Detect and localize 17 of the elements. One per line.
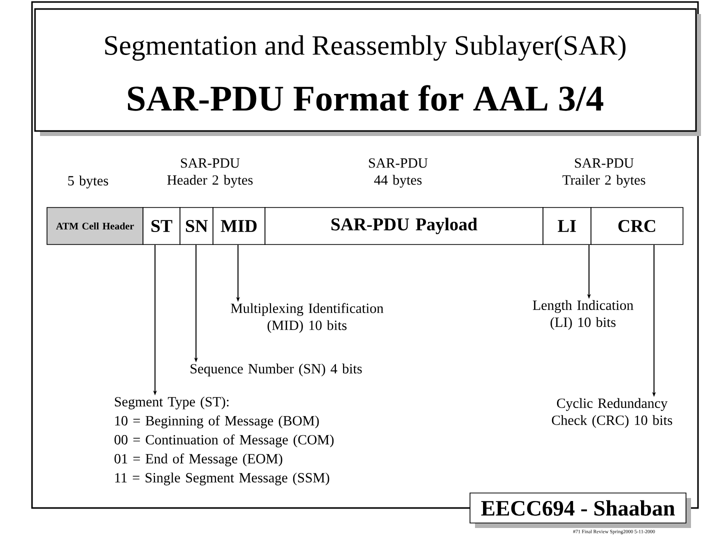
field-cell: ST xyxy=(142,207,180,245)
subtitle: SAR-PDU Format for AAL 3/4 xyxy=(128,85,604,111)
description-text: Sequence Number (SN) 4 bits xyxy=(190,364,362,376)
description-text: Segment Type (ST): 10 = Beginning of Message (BOM) 00 = Continuation of Message (COM) 01 = End of Message (EOM) 11 = Single Segment Message (SSM) xyxy=(114,396,334,486)
description-text: Cyclic Redundancy Check (CRC) 10 bits xyxy=(552,398,672,428)
description-text: Multiplexing Identification (MID) 10 bits xyxy=(230,303,384,333)
header-cell: ATM Cell Header xyxy=(46,207,144,245)
field-cell: LI xyxy=(542,207,592,245)
field-cell: MID xyxy=(212,207,266,245)
field-cell: SN xyxy=(180,207,214,245)
size-label: SAR-PDU 44 bytes xyxy=(369,158,428,188)
field-cell: CRC xyxy=(590,207,684,245)
size-label: 5 bytes xyxy=(68,176,108,188)
size-label: SAR-PDU Header 2 bytes xyxy=(167,158,253,188)
footer-badge: EECC694 - Shaaban xyxy=(470,492,691,528)
description-text: Length Indication (LI) 10 bits xyxy=(532,300,634,330)
size-label: SAR-PDU Trailer 2 bytes xyxy=(562,158,646,188)
